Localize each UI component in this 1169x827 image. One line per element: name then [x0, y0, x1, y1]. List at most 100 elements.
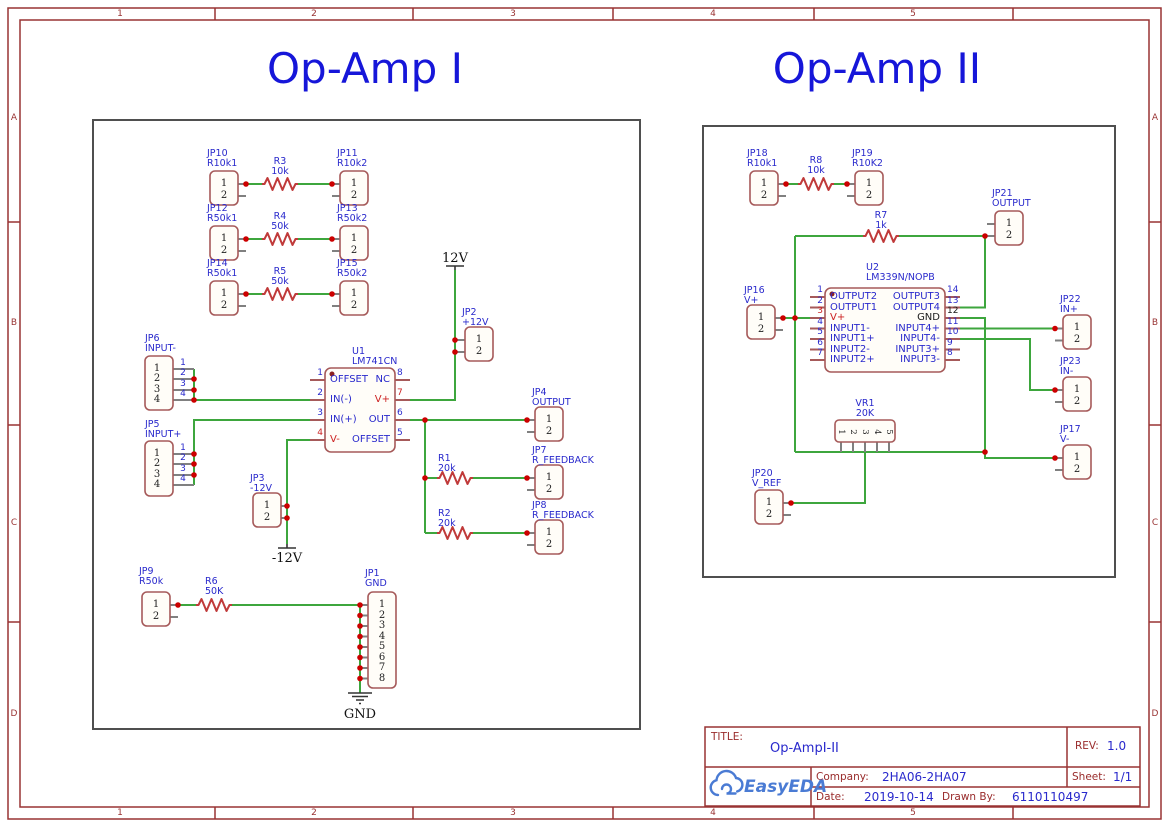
resistor-symbols[interactable] — [196, 177, 899, 612]
jp22-pin-number: 2 — [1073, 334, 1081, 345]
vr1-pin-number: 1 — [836, 429, 846, 435]
sheet-title[interactable]: Op-AmpI-II — [770, 741, 839, 756]
jp20-pin-number: 1 — [765, 497, 773, 508]
jp5-value: INPUT+ — [145, 429, 182, 440]
jp8-pin-number: 2 — [545, 539, 553, 550]
wire — [791, 452, 866, 504]
jp6-stub-number: 1 — [180, 358, 186, 368]
u1-pin-name: OFFSET — [352, 434, 390, 445]
sheet-value[interactable]: 1/1 — [1113, 770, 1133, 784]
r1-value: 20k — [438, 463, 456, 474]
frame-col-label: 5 — [910, 9, 916, 19]
jp3-pin-number: 2 — [263, 512, 271, 523]
jp15-ref: JP15 — [337, 258, 358, 269]
u2-pin-number: 10 — [947, 327, 959, 337]
jp5-pin-number: 4 — [153, 479, 161, 490]
jp15-pin-number: 1 — [350, 288, 358, 299]
jp14-pin-number: 2 — [220, 300, 228, 311]
ic-pin-stubs — [310, 296, 960, 441]
jp12-value: R50k1 — [207, 213, 238, 224]
drawn-by-value[interactable]: 6110110497 — [1012, 790, 1089, 804]
jp10-value: R10k1 — [207, 158, 238, 169]
r1-ref: R1 — [438, 453, 451, 464]
frame-row-label: C — [1151, 518, 1159, 528]
u1-pin-name: NC — [375, 374, 390, 385]
vr1-ref: VR1 — [855, 398, 875, 409]
u2-pin-name: INPUT3+ — [895, 343, 940, 355]
u1-pin-number: 7 — [397, 388, 403, 398]
jp5-stub-number: 3 — [180, 464, 186, 474]
easyeda-logo-text: EasyEDA — [744, 777, 828, 797]
jp1-value: GND — [365, 578, 387, 589]
jp16-pin-number: 2 — [757, 324, 765, 335]
connector-box-jp10 — [209, 170, 239, 206]
jp5-ref: JP5 — [145, 419, 160, 430]
u2-pin-name: INPUT3- — [900, 354, 940, 365]
jp5-pin-number: 3 — [153, 469, 161, 480]
connector-box-jp12 — [209, 225, 239, 261]
u2-pin-name: V+ — [830, 312, 846, 323]
u2-pin-number: 6 — [817, 337, 823, 348]
wires[interactable] — [178, 183, 1057, 693]
connector-box-jp8 — [534, 519, 564, 555]
frame-col-label: 4 — [710, 9, 716, 19]
u1-pin-number: 6 — [397, 408, 403, 418]
u2-pin-name: OUTPUT2 — [830, 291, 878, 302]
connector-box-jp6 — [144, 355, 174, 411]
connector-box-jp23 — [1062, 376, 1092, 412]
u2-pin-number: 4 — [817, 316, 823, 327]
r3-ref: R3 — [273, 156, 287, 167]
jp4-pin-number: 2 — [545, 426, 553, 437]
jp20-value: V_REF — [752, 478, 782, 489]
jp23-ref: JP23 — [1060, 356, 1081, 367]
u1-pin-number: 2 — [317, 388, 323, 398]
jp10-ref: JP10 — [207, 148, 228, 159]
r6-value: 50K — [205, 586, 224, 597]
jp2-pin-number: 2 — [475, 346, 483, 357]
jp1-pin-number: 5 — [378, 641, 386, 652]
jp4-pin-number: 1 — [545, 414, 553, 425]
vr1-pin-number: 2 — [848, 429, 858, 435]
wire — [955, 317, 1057, 459]
resistor-r3 — [262, 177, 298, 191]
date-value[interactable]: 2019-10-14 — [864, 790, 934, 804]
jp1-pin-number: 2 — [378, 609, 386, 621]
u2-pin-number: 9 — [947, 337, 953, 348]
wire — [795, 235, 987, 309]
frame-row-label: B — [10, 318, 18, 328]
resistor-r8 — [798, 177, 834, 191]
r2-ref: R2 — [438, 508, 451, 519]
connector-box-jp1 — [367, 591, 397, 689]
u1-pin-number: 4 — [317, 428, 323, 438]
u2-pin-number: 13 — [947, 295, 959, 306]
r6-ref: R6 — [205, 576, 218, 587]
jp11-ref: JP11 — [337, 148, 358, 159]
jp16-value: V+ — [744, 295, 759, 306]
company-value[interactable]: 2HA06-2HA07 — [882, 770, 967, 784]
component-bodies[interactable] — [141, 170, 1092, 689]
u2-pin-number: 2 — [817, 295, 823, 306]
title-block — [704, 726, 1141, 807]
ground-symbol — [348, 692, 372, 705]
jp17-pin-number: 1 — [1073, 452, 1081, 463]
connector-box-jp22 — [1062, 314, 1092, 350]
rev-value[interactable]: 1.0 — [1107, 739, 1127, 753]
jp17-pin-number: 2 — [1073, 464, 1081, 475]
jp8-pin-number: 1 — [545, 527, 553, 538]
u1-pin-number: 5 — [397, 428, 403, 438]
u2-pin-number: 5 — [817, 327, 823, 337]
opamp1-border — [92, 119, 641, 730]
jp6-stub-number: 3 — [180, 379, 186, 389]
power-label-gnd: GND — [343, 707, 377, 722]
jp9-pin-number: 1 — [152, 599, 160, 610]
jp7-pin-number: 1 — [545, 472, 553, 483]
power-flag-12v — [446, 265, 464, 270]
easyeda-logo-icon — [709, 769, 744, 797]
u2-ref: U2 — [866, 262, 879, 273]
resistor-r4 — [262, 232, 298, 246]
pin1-markers — [329, 291, 835, 377]
jp9-pin-number: 2 — [152, 611, 160, 622]
jp18-pin-number: 2 — [760, 190, 768, 201]
connector-box-jp4 — [534, 406, 564, 442]
